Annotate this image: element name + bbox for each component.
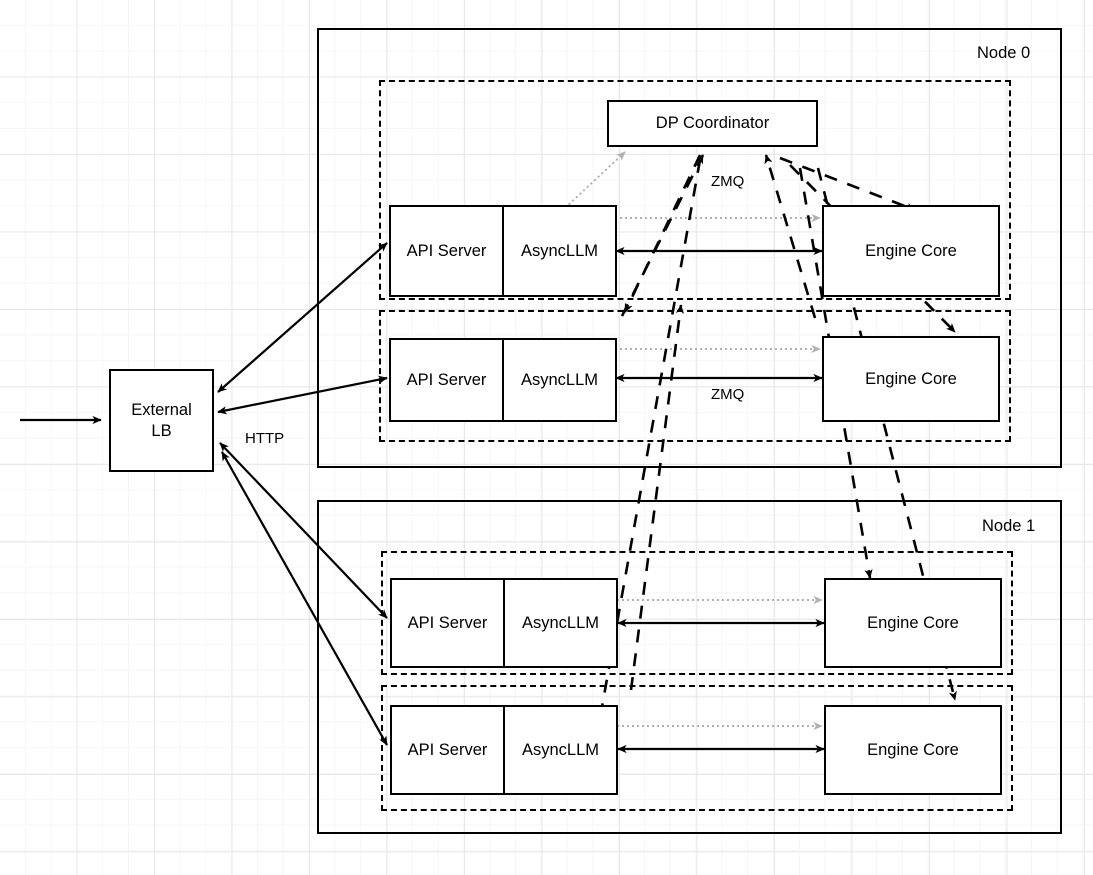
engine-core-n1g1[interactable]: Engine Core: [824, 705, 1002, 795]
external-lb-label-line2: LB: [151, 421, 172, 440]
edge-dp-n0core-up: [764, 154, 817, 319]
dp-coordinator-box[interactable]: DP Coordinator: [607, 100, 818, 147]
edge-dp-to-n1core0: [798, 167, 873, 579]
async-llm-n1g0[interactable]: AsyncLLM: [521, 613, 600, 632]
external-lb-box[interactable]: External LB: [109, 369, 214, 472]
edge-lb-to-api-n1g1: [221, 451, 388, 746]
engine-core-n0g1[interactable]: Engine Core: [822, 336, 1000, 422]
engine-core-label-n0g1: Engine Core: [865, 369, 957, 388]
edge-dp-to-n0core0: [779, 156, 916, 212]
node0-group-0: [379, 80, 1011, 300]
node1-group0-server-unit[interactable]: API Server AsyncLLM: [390, 578, 618, 668]
edge-lb-to-api-n0g0: [217, 242, 388, 393]
node1-group1-server-unit[interactable]: API Server AsyncLLM: [390, 705, 618, 795]
node0-group-1: [379, 310, 1011, 442]
edge-dp-n0g0-down: [623, 154, 702, 313]
engine-core-label-n1g1: Engine Core: [867, 740, 959, 759]
node1-group-0: [381, 551, 1013, 675]
node0-group1-server-unit[interactable]: API Server AsyncLLM: [389, 338, 617, 422]
edge-dp-n1g0-up: [629, 304, 684, 691]
async-llm-n1g1[interactable]: AsyncLLM: [521, 740, 600, 759]
node-label-1: Node 1: [982, 517, 1036, 535]
engine-core-n1g0[interactable]: Engine Core: [824, 578, 1002, 668]
node1-group-1: [381, 685, 1013, 811]
zmq-label-n0g0: ZMQ: [711, 173, 745, 190]
node-container-1: [317, 500, 1062, 834]
api-server-n1g1[interactable]: API Server: [392, 707, 505, 793]
edge-lb-to-api-n0g1: [217, 375, 388, 415]
dp-coordinator-label: DP Coordinator: [655, 114, 770, 133]
api-server-n1g0[interactable]: API Server: [392, 580, 505, 666]
engine-core-n0g0[interactable]: Engine Core: [822, 205, 1000, 297]
zmq-label-n0g1: ZMQ: [711, 386, 745, 403]
engine-core-label-n0g0: Engine Core: [865, 241, 957, 260]
api-server-n0g0[interactable]: API Server: [391, 207, 504, 295]
async-llm-n0g0[interactable]: AsyncLLM: [520, 241, 599, 260]
engine-core-label-n1g0: Engine Core: [867, 613, 959, 632]
external-lb-label-line1: External: [131, 400, 192, 419]
edge-dp-to-n0core1: [789, 164, 956, 333]
async-llm-n0g1[interactable]: AsyncLLM: [520, 370, 599, 389]
node-label-0: Node 0: [977, 44, 1031, 62]
http-label: HTTP: [245, 430, 285, 447]
node-container-0: [317, 28, 1062, 468]
api-server-n0g1[interactable]: API Server: [391, 340, 504, 420]
node0-group0-server-unit[interactable]: API Server AsyncLLM: [389, 205, 617, 297]
edge-dotted-asyncllm-to-coordinator: [564, 151, 626, 209]
